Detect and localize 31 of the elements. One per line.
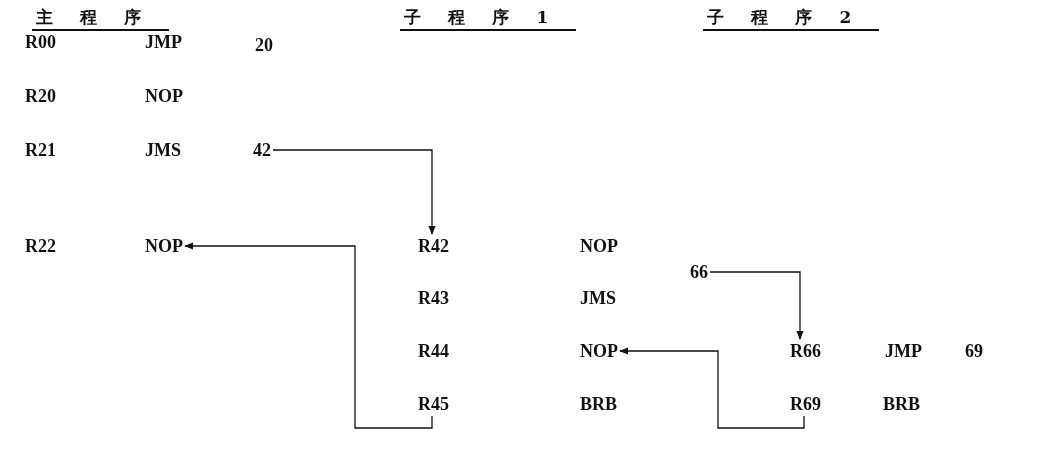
address-label: R43 xyxy=(418,287,449,309)
instruction-label: NOP xyxy=(580,235,618,257)
address-label: R21 xyxy=(25,139,56,161)
instruction-label: BRB xyxy=(580,393,617,415)
arrow xyxy=(272,149,436,235)
heading: 子程序2 xyxy=(703,6,879,31)
address-label: R44 xyxy=(418,340,449,362)
arrow xyxy=(709,271,804,340)
instruction-label: JMS xyxy=(145,139,181,161)
address-label: R45 xyxy=(418,393,449,415)
instruction-label: BRB xyxy=(883,393,920,415)
instruction-label: JMP xyxy=(145,31,182,53)
operand-label: 69 xyxy=(965,340,983,362)
instruction-label: NOP xyxy=(145,85,183,107)
heading: 主程序 xyxy=(32,6,169,31)
arrow xyxy=(184,242,433,429)
operand-label: 20 xyxy=(255,34,273,56)
arrow xyxy=(619,347,805,429)
address-label: R00 xyxy=(25,31,56,53)
operand-label: 66 xyxy=(690,261,708,283)
address-label: R42 xyxy=(418,235,449,257)
address-label: R20 xyxy=(25,85,56,107)
instruction-label: NOP xyxy=(145,235,183,257)
address-label: R66 xyxy=(790,340,821,362)
operand-label: 42 xyxy=(253,139,271,161)
heading: 子程序1 xyxy=(400,6,576,31)
instruction-label: JMP xyxy=(885,340,922,362)
instruction-label: NOP xyxy=(580,340,618,362)
instruction-label: JMS xyxy=(580,287,616,309)
address-label: R22 xyxy=(25,235,56,257)
address-label: R69 xyxy=(790,393,821,415)
